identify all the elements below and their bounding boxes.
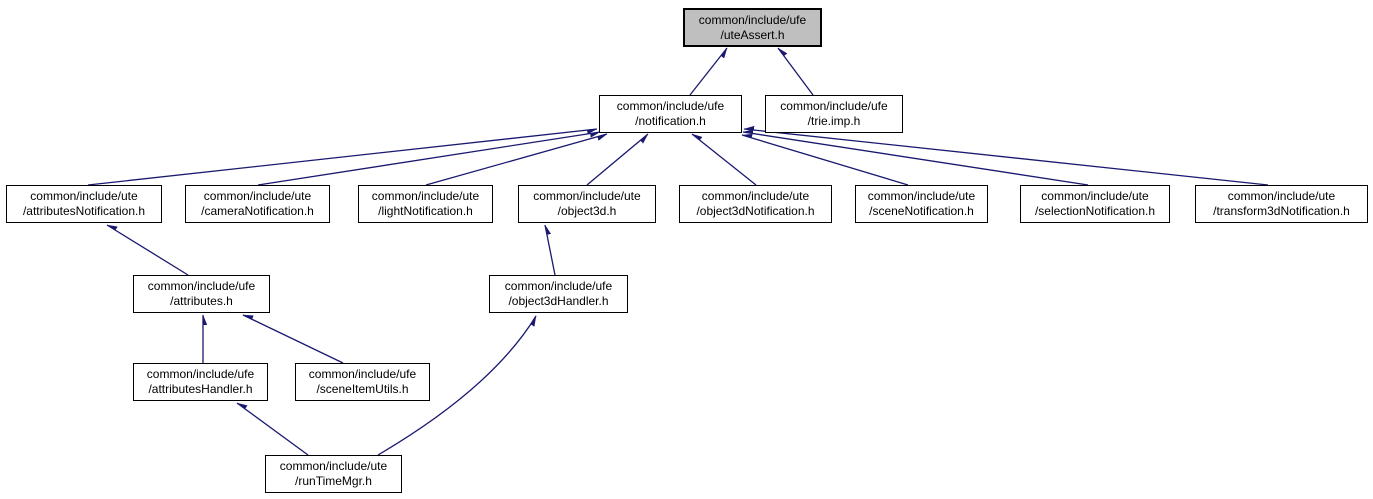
graph-node-cameraNotification[interactable]: common/include/ute/cameraNotification.h [185,185,330,223]
graph-node-sceneItemUtils[interactable]: common/include/ufe/sceneItemUtils.h [295,363,430,401]
graph-node-attributesNotification-label-line-2: /attributesNotification.h [22,204,146,218]
graph-node-runTimeMgr-label-line-2: /runTimeMgr.h [295,474,372,488]
edge-attributesNotification-to-notification [87,128,597,186]
graph-node-lightNotification-label-line-1: common/include/ute [371,189,480,203]
graph-node-object3dHandler-label-line-2: /object3dHandler.h [508,294,609,308]
graph-node-attributesNotification-label-line-1: common/include/ute [30,189,138,203]
edge-lightNotification-to-notification [425,133,607,186]
edge-selectionNotification-to-notification [743,132,1089,186]
edge-transform3dNotification-to-notification [744,129,1269,186]
edge-runTimeMgr-to-object3dHandler [377,316,537,456]
graph-node-object3dNotification-label-line-2: /object3dNotification.h [696,204,815,218]
graph-node-uteAssert-label-line-2: /uteAssert.h [720,27,785,42]
edge-cameraNotification-to-notification [257,131,600,186]
graph-node-object3d-label-line-2: /object3d.h [557,204,617,218]
graph-node-selectionNotification-label-line-2: /selectionNotification.h [1034,204,1156,218]
edge-object3dNotification-to-notification [691,133,757,186]
graph-node-sceneItemUtils-label-line-2: /sceneItemUtils.h [316,382,409,396]
graph-node-notification-label-line-1: common/include/ufe [616,99,725,113]
graph-node-sceneNotification[interactable]: common/include/ute/sceneNotification.h [855,185,988,223]
graph-node-attributes-label-line-2: /attributes.h [170,294,233,308]
graph-node-selectionNotification-label-line-1: common/include/ute [1041,189,1149,203]
graph-node-attributesHandler-label-line-1: common/include/ufe [146,367,255,381]
graph-node-object3dNotification-label-line-1: common/include/ute [701,189,810,203]
graph-node-sceneNotification-label-line-1: common/include/ute [867,189,976,203]
edge-object3d-to-notification [586,133,649,186]
graph-node-trieImp-label-line-1: common/include/ufe [780,99,888,113]
graph-node-uteAssert[interactable]: common/include/ufe/uteAssert.h [683,8,822,47]
graph-node-cameraNotification-label-line-2: /cameraNotification.h [201,204,314,218]
graph-node-object3dHandler-label-line-1: common/include/ufe [504,279,613,293]
graph-node-transform3dNotification-label-line-1: common/include/ute [1227,189,1336,203]
graph-node-runTimeMgr-label-line-1: common/include/ute [279,459,388,473]
graph-node-runTimeMgr[interactable]: common/include/ute/runTimeMgr.h [265,455,402,493]
edge-trieImp-to-uteAssert [777,48,814,96]
graph-node-object3d[interactable]: common/include/ute/object3d.h [518,185,656,223]
graph-node-attributesHandler-label-line-2: /attributesHandler.h [148,382,253,396]
edge-object3dHandler-to-object3d [544,225,556,276]
graph-node-transform3dNotification[interactable]: common/include/ute/transform3dNotificati… [1195,185,1368,223]
graph-node-attributesHandler[interactable]: common/include/ufe/attributesHandler.h [133,363,268,401]
graph-node-object3d-label-line-1: common/include/ute [533,189,641,203]
graph-node-selectionNotification[interactable]: common/include/ute/selectionNotification… [1020,185,1170,223]
graph-node-uteAssert-label-line-1: common/include/ufe [698,12,807,27]
graph-node-trieImp[interactable]: common/include/ufe/trie.imp.h [765,95,903,133]
graph-node-object3dNotification[interactable]: common/include/ute/object3dNotification.… [679,185,832,223]
edge-sceneNotification-to-notification [742,135,909,186]
edge-runTimeMgr-to-attributesHandler [237,402,309,456]
edge-sceneItemUtils-to-attributes [243,314,344,364]
graph-node-lightNotification-label-line-2: /lightNotification.h [378,204,473,218]
graph-node-sceneNotification-label-line-2: /sceneNotification.h [869,204,974,218]
edge-notification-to-uteAssert [689,47,728,96]
graph-node-lightNotification[interactable]: common/include/ute/lightNotification.h [358,185,493,223]
graph-node-attributesNotification[interactable]: common/include/ute/attributesNotificatio… [6,185,162,223]
graph-node-transform3dNotification-label-line-2: /transform3dNotification.h [1213,204,1350,218]
graph-node-notification[interactable]: common/include/ufe/notification.h [599,95,742,133]
graph-node-notification-label-line-2: /notification.h [635,114,706,128]
graph-node-cameraNotification-label-line-1: common/include/ute [203,189,312,203]
graph-node-attributes[interactable]: common/include/ufe/attributes.h [133,275,270,313]
graph-node-object3dHandler[interactable]: common/include/ufe/object3dHandler.h [489,275,628,313]
graph-node-trieImp-label-line-2: /trie.imp.h [807,114,861,128]
edge-attributes-to-attributesNotification [107,224,189,276]
graph-node-sceneItemUtils-label-line-1: common/include/ufe [308,367,417,381]
graph-node-attributes-label-line-1: common/include/ufe [147,279,256,293]
